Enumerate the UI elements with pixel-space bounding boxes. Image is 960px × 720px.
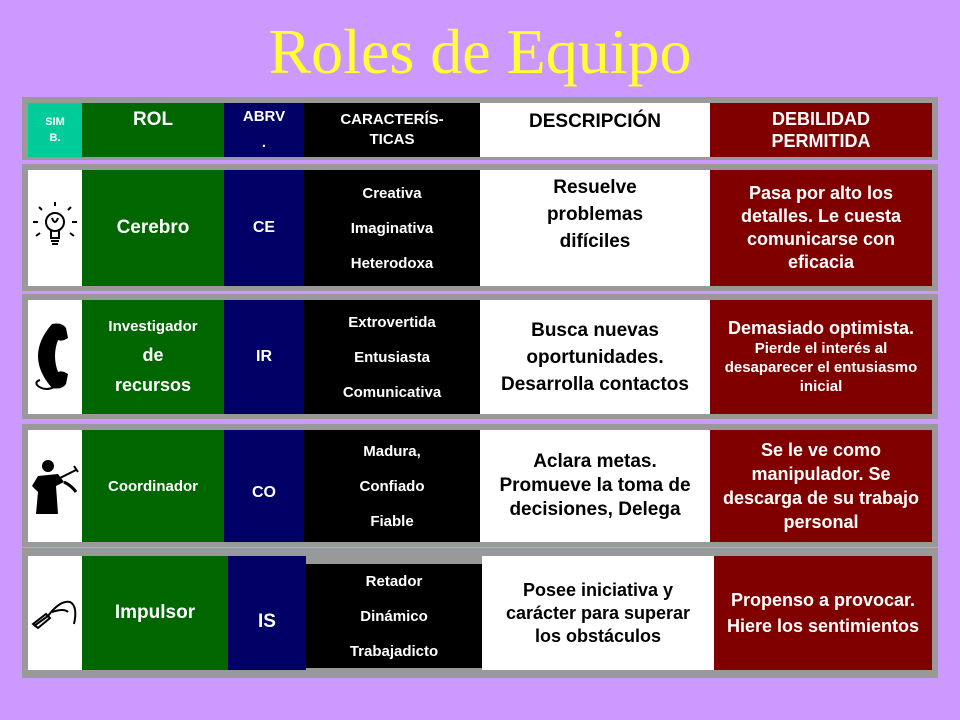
header-caracteristicas-label: CARACTERÍS- TICAS	[340, 111, 444, 148]
header-rol-label: ROL	[132, 109, 174, 130]
row-cerebro-traits: Creativa Imaginativa Heterodoxa	[304, 170, 480, 286]
row-investigador-descripcion-text: Busca nuevas oportunidades. Desarrolla c…	[501, 319, 689, 395]
row-impulsor-descripcion-text: Posee iniciativa y carácter para superar…	[505, 579, 691, 646]
conductor-icon	[32, 460, 79, 514]
row-coordinador-traits: Madura, Confiado Fiable	[304, 430, 480, 542]
row-investigador-rol-line2: de	[142, 345, 164, 365]
row-coordinador-rol: Coordinador	[82, 430, 224, 542]
row-investigador-debilidad: Demasiado optimista. Pierde el interés a…	[710, 300, 932, 414]
row-impulsor-rol: Impulsor	[82, 556, 228, 670]
row-impulsor-traits: Retador Dinámico Trabajadicto	[306, 564, 482, 668]
lightbulb-icon	[33, 202, 77, 245]
row-coordinador-abrv-label: CO	[252, 484, 276, 501]
header-descripcion: DESCRIPCIÓN	[480, 103, 710, 157]
header-caracteristicas: CARACTERÍS- TICAS	[304, 103, 480, 157]
trait-item: Retador	[365, 572, 423, 590]
row-investigador-rol-line1: Investigador	[108, 318, 198, 335]
header-debilidad: DEBILIDAD PERMITIDA	[710, 103, 932, 157]
row-impulsor-abrv: IS	[228, 556, 306, 670]
trait-item: Comunicativa	[342, 383, 442, 401]
row-cerebro-descripcion: Resuelve problemas difíciles	[480, 170, 710, 286]
row-impulsor-debilidad-text: Propenso a provocar. Hiere los sentimien…	[726, 590, 920, 636]
telephone-icon	[35, 323, 68, 390]
header-sim: SIM B.	[28, 103, 82, 157]
trait-item: Fiable	[370, 512, 414, 530]
trait-item: Dinámico	[360, 607, 428, 625]
row-impulsor-debilidad: Propenso a provocar. Hiere los sentimien…	[714, 556, 932, 670]
row-cerebro-rol-label: Cerebro	[116, 217, 190, 238]
trait-item: Extrovertida	[348, 313, 436, 331]
row-coordinador-debilidad: Se le ve como manipulador. Se descarga d…	[710, 430, 932, 542]
row-cerebro-debilidad: Pasa por alto los detalles. Le cuesta co…	[710, 170, 932, 286]
header-sim-label: SIM B.	[45, 116, 65, 144]
header-abrv: ABRV .	[224, 103, 304, 157]
trait-item: Confiado	[359, 477, 425, 495]
row-investigador-abrv-label: IR	[256, 348, 272, 365]
whip-icon	[31, 600, 77, 630]
row-investigador-rol: Investigador de recursos	[82, 300, 224, 414]
row-cerebro-abrv-label: CE	[252, 219, 276, 236]
row-coordinador-debilidad-text: Se le ve como manipulador. Se descarga d…	[722, 440, 920, 532]
trait-item: Heterodoxa	[350, 254, 434, 272]
row-impulsor-rol-label: Impulsor	[114, 602, 196, 623]
header-abrv-label: ABRV .	[242, 108, 286, 151]
trait-item: Madura,	[363, 442, 421, 460]
row-investigador-traits: Extrovertida Entusiasta Comunicativa	[304, 300, 480, 414]
page-title: Roles de Equipo	[268, 16, 692, 87]
row-impulsor-abrv-label: IS	[258, 611, 276, 632]
trait-item: Trabajadicto	[349, 642, 439, 660]
row-investigador-debilidad-sub: Pierde el interés al desaparecer el entu…	[724, 340, 918, 395]
row-investigador-symbol	[28, 300, 82, 414]
row-cerebro-abrv: CE	[224, 170, 304, 286]
row-investigador-debilidad-main: Demasiado optimista.	[727, 318, 915, 338]
row-impulsor-symbol	[28, 556, 82, 670]
row-coordinador-symbol	[28, 430, 82, 542]
trait-item: Entusiasta	[354, 348, 430, 366]
trait-item: Imaginativa	[350, 219, 434, 237]
header-descripcion-label: DESCRIPCIÓN	[529, 111, 661, 132]
row-cerebro-rol: Cerebro	[82, 170, 224, 286]
row-coordinador-descripcion-text: Aclara metas. Promueve la toma de decisi…	[499, 451, 691, 520]
row-coordinador-descripcion: Aclara metas. Promueve la toma de decisi…	[480, 430, 710, 542]
row-cerebro-descripcion-text: Resuelve problemas difíciles	[546, 177, 644, 252]
row-investigador-abrv: IR	[224, 300, 304, 414]
row-investigador-rol-line3: recursos	[114, 375, 192, 395]
row-impulsor-descripcion: Posee iniciativa y carácter para superar…	[482, 556, 714, 670]
row-investigador-descripcion: Busca nuevas oportunidades. Desarrolla c…	[480, 300, 710, 414]
header-debilidad-label: DEBILIDAD PERMITIDA	[771, 109, 871, 151]
trait-item: Creativa	[362, 184, 422, 202]
row-cerebro-debilidad-text: Pasa por alto los detalles. Le cuesta co…	[740, 183, 902, 272]
header-rol: ROL	[82, 103, 224, 157]
row-coordinador-rol-label: Coordinador	[108, 477, 198, 495]
row-coordinador-abrv: CO	[224, 430, 304, 542]
row-cerebro-symbol	[28, 170, 82, 286]
